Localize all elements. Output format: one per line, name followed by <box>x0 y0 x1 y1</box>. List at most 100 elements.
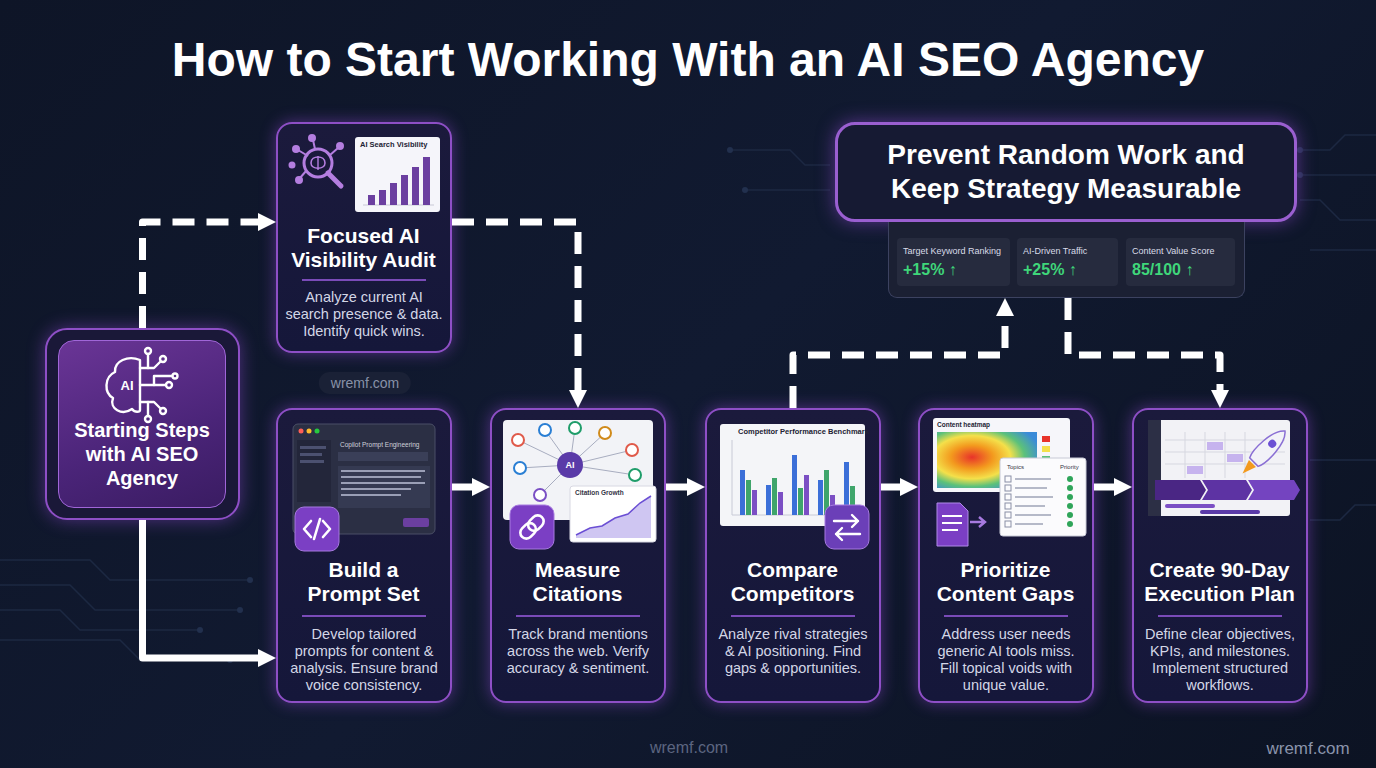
prompt-window <box>403 518 429 527</box>
flow-arrow <box>143 520 267 658</box>
flow-arrow <box>1068 298 1220 398</box>
calendar-illustration <box>1225 432 1226 478</box>
prompt-window <box>304 521 311 537</box>
bar-chart <box>355 137 440 212</box>
bar-chart <box>390 183 397 205</box>
calendar-illustration <box>1248 425 1291 468</box>
audit-icon <box>330 148 338 155</box>
circuit-decoration <box>1310 505 1376 520</box>
calendar-illustration <box>1185 432 1186 478</box>
step-description: Address user needs generic AI tools miss… <box>927 626 1085 694</box>
competitor-chart <box>752 490 757 515</box>
citation-network <box>503 420 653 520</box>
citation-network <box>570 433 605 465</box>
citation-network <box>520 465 570 468</box>
brain-icon <box>106 348 177 422</box>
step-title: Compare Competitors <box>711 558 875 606</box>
step-description: Track brand mentions across the web. Ver… <box>499 626 657 677</box>
competitor-chart <box>732 440 733 515</box>
heatmap-illustration <box>942 522 962 524</box>
calendar-illustration <box>1165 464 1285 465</box>
calendar-illustration <box>1200 510 1260 514</box>
calendar-illustration <box>1148 420 1290 516</box>
flow-arrow <box>881 484 908 491</box>
brain-icon <box>154 376 172 385</box>
bar-chart <box>368 195 375 205</box>
heatmap-illustration <box>1067 476 1073 482</box>
bar-chart <box>379 190 386 205</box>
box-title: Starting Steps with AI SEO Agency <box>58 418 226 490</box>
step-description: Define clear objectives, KPIs, and miles… <box>1141 626 1299 694</box>
heatmap-illustration <box>1005 476 1011 482</box>
watermark: wremf.com <box>319 372 411 394</box>
heatmap-illustration <box>1015 514 1051 516</box>
heatmap-illustration <box>937 432 1037 488</box>
citation-network <box>518 428 635 495</box>
competitor-chart <box>766 485 771 515</box>
brain-icon <box>147 354 149 368</box>
bar-chart <box>401 175 408 205</box>
calendar-illustration <box>1148 420 1300 516</box>
citation-network <box>576 496 651 538</box>
citation-network <box>626 444 638 456</box>
citation-network <box>518 513 546 541</box>
flow-arrow <box>452 484 480 491</box>
heatmap-illustration <box>1067 512 1073 518</box>
competitor-chart <box>824 470 829 515</box>
citation-network <box>570 486 656 542</box>
prompt-window <box>300 460 324 463</box>
competitor-chart <box>834 515 860 540</box>
citation-network <box>514 462 526 474</box>
process-box: Focused AI Visibility AuditAnalyze curre… <box>276 122 452 353</box>
heatmap-illustration <box>1042 436 1050 442</box>
circuit-decoration <box>1310 459 1376 461</box>
heatmap-illustration <box>937 503 968 546</box>
heatmap-illustration <box>1005 521 1011 527</box>
metric-value: 85/100 ↑ <box>1132 261 1193 279</box>
citation-network <box>629 469 641 481</box>
heatmap-illustration <box>1015 505 1045 507</box>
heatmap-illustration <box>1067 485 1073 491</box>
competitor-chart <box>850 486 855 515</box>
audit-icon <box>337 143 343 149</box>
heatmap-illustration <box>970 517 985 527</box>
circuit-decoration <box>0 610 200 630</box>
audit-icon <box>328 173 341 186</box>
calendar-illustration <box>1267 438 1278 449</box>
audit-icon <box>296 177 302 183</box>
competitor-chart <box>844 462 849 515</box>
calendar-illustration <box>1205 432 1206 478</box>
step-title: Focused AI Visibility Audit <box>282 224 446 272</box>
prompt-window <box>300 446 326 449</box>
calendar-illustration <box>1245 432 1246 478</box>
prompt-window <box>341 494 401 496</box>
metric-label: Target Keyword Ranking <box>903 246 1001 256</box>
flow-arrow <box>793 308 1005 408</box>
audit-icon <box>313 140 315 149</box>
citation-network <box>576 496 651 535</box>
brain-icon <box>166 382 172 388</box>
bar-chart <box>355 137 440 212</box>
goal-header-box <box>835 122 1297 222</box>
audit-icon <box>309 135 315 141</box>
audit-icon <box>290 163 295 168</box>
circuit-decoration <box>742 187 748 193</box>
heatmap-illustration <box>1067 521 1073 527</box>
brain-icon <box>145 416 151 422</box>
calendar-illustration <box>1207 442 1223 450</box>
calendar-illustration <box>1165 440 1285 441</box>
circuit-decoration <box>1297 147 1303 153</box>
heatmap-illustration <box>1015 478 1053 525</box>
brain-icon <box>106 358 140 412</box>
citation-network <box>512 434 524 446</box>
competitor-chart <box>830 495 835 515</box>
divider-line <box>302 615 426 617</box>
calendar-illustration <box>1202 480 1252 500</box>
heatmap-illustration <box>1005 512 1011 518</box>
divider-line <box>731 615 855 617</box>
circuit-decoration <box>1297 172 1303 178</box>
prompt-window <box>293 424 435 534</box>
calendar-illustration <box>1248 480 1300 500</box>
circuit-decoration <box>745 189 830 191</box>
prompt-window <box>293 424 435 551</box>
